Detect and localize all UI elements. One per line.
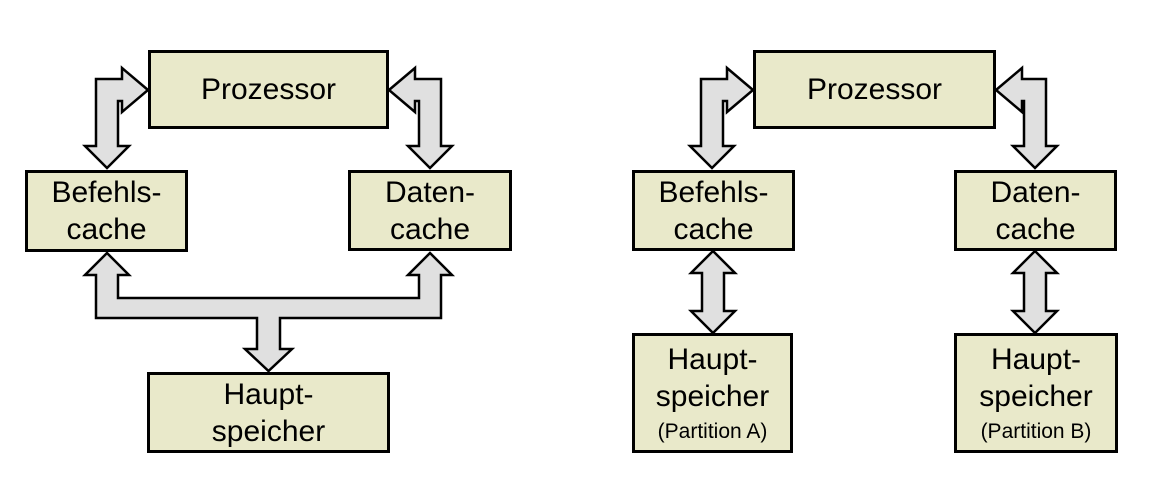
left-befehlscache-box: Befehls- cache [25,170,188,252]
right-hauptspeicher-b-label-line2: speicher [979,380,1093,413]
right-arrow-prozessor-befehlscache [686,65,755,170]
left-datencache-label-line1: Daten- [384,175,476,209]
right-hauptspeicher-a-partition-label: (Partition A) [657,420,768,443]
left-arrow-caches-hauptspeicher [81,251,456,373]
left-hauptspeicher-box: Haupt- speicher [147,372,390,453]
right-datencache-label-line1: Daten- [990,175,1081,209]
right-datencache-label-line2: cache [995,212,1076,246]
right-hauptspeicher-a-box: Haupt- speicher (Partition A) [632,333,793,453]
right-befehlscache-box: Befehls- cache [632,170,795,251]
right-hauptspeicher-a-label-line1: Haupt- [667,343,758,376]
right-prozessor-box: Prozessor [753,50,996,129]
right-hauptspeicher-a-label-line2: speicher [655,380,770,413]
left-datencache-label-line2: cache [389,212,471,246]
right-arrow-prozessor-datencache [994,65,1061,170]
left-befehlscache-label-line1: Befehls- [51,176,162,209]
right-arrow-befehlscache-hauptspeicher-a [687,249,739,335]
left-prozessor-box: Prozessor [148,50,389,129]
left-hauptspeicher-label-line1: Haupt- [223,377,314,411]
left-arrow-prozessor-befehlscache [81,65,150,170]
right-datencache-box: Daten- cache [954,170,1117,251]
left-prozessor-label: Prozessor [200,73,337,106]
left-hauptspeicher-label-line2: speicher [211,414,326,448]
left-arrow-prozessor-datencache [387,65,456,170]
right-befehlscache-label-line2: cache [673,212,754,246]
right-hauptspeicher-b-label-line1: Haupt- [990,343,1082,376]
right-hauptspeicher-b-box: Haupt- speicher (Partition B) [954,333,1118,453]
left-befehlscache-label-line2: cache [66,213,147,246]
right-arrow-datencache-hauptspeicher-b [1009,249,1061,335]
right-prozessor-label: Prozessor [806,73,943,106]
left-datencache-box: Daten- cache [348,170,512,251]
right-hauptspeicher-b-partition-label: (Partition B) [980,420,1092,443]
right-befehlscache-label-line1: Befehls- [658,175,769,209]
